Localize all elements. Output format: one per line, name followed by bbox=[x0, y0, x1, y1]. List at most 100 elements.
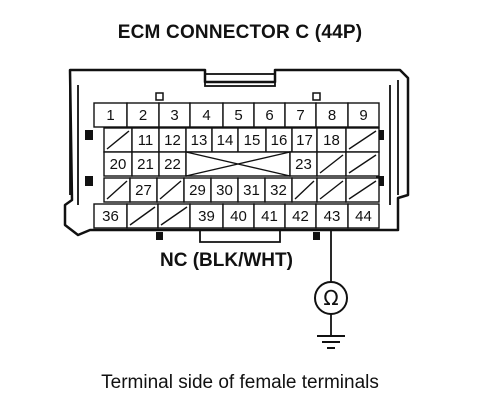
right-key-lower bbox=[376, 176, 384, 186]
unused-cavity-slash bbox=[106, 130, 130, 150]
left-key-upper bbox=[85, 130, 93, 140]
unused-cavity-slash bbox=[160, 206, 188, 226]
terminal-number: 11 bbox=[138, 132, 154, 149]
terminal-cell-border bbox=[185, 127, 213, 153]
terminal-cell-border bbox=[158, 151, 187, 177]
terminal-cell: 36 bbox=[93, 203, 128, 229]
connector-housing bbox=[63, 68, 410, 237]
probe-wire-label: NC (BLK/WHT) bbox=[160, 250, 293, 271]
terminal-cell bbox=[316, 177, 347, 203]
bottom-marker-left bbox=[156, 232, 163, 240]
terminal-cell bbox=[126, 203, 159, 229]
diagram-caption: Terminal side of female terminals bbox=[101, 372, 379, 393]
terminal-cell-border bbox=[126, 102, 160, 128]
unused-cavity-slash bbox=[319, 180, 344, 200]
terminal-cell bbox=[345, 151, 380, 177]
terminal-number: 8 bbox=[328, 107, 336, 124]
terminal-cell-border bbox=[265, 127, 293, 153]
terminal-number: 43 bbox=[324, 208, 341, 225]
terminal-number: 31 bbox=[243, 182, 260, 199]
terminal-number: 21 bbox=[137, 156, 154, 173]
terminal-number: 4 bbox=[202, 107, 210, 124]
terminal-cell-border bbox=[131, 151, 160, 177]
unused-cavity-slash bbox=[294, 180, 315, 200]
terminal-cell: 20 bbox=[103, 151, 133, 177]
terminal-cell-border bbox=[347, 203, 380, 229]
terminal-cell-border bbox=[210, 177, 239, 203]
terminal-cell: 22 bbox=[158, 151, 187, 177]
terminal-number: 17 bbox=[296, 132, 313, 149]
terminal-number: 13 bbox=[191, 132, 208, 149]
terminal-cell bbox=[291, 177, 318, 203]
terminal-cell: 21 bbox=[131, 151, 160, 177]
terminal-cell: 11 bbox=[131, 127, 160, 153]
terminal-cell: 13 bbox=[185, 127, 213, 153]
unused-cavity-slash bbox=[348, 154, 377, 174]
terminal-number: 7 bbox=[296, 107, 304, 124]
unused-cavity-slash bbox=[348, 130, 377, 150]
terminal-cell: 1 bbox=[93, 102, 128, 128]
terminal-cell-border bbox=[93, 203, 128, 229]
terminal-cell: 30 bbox=[210, 177, 239, 203]
terminal-number: 16 bbox=[271, 132, 288, 149]
terminal-number: 5 bbox=[234, 107, 242, 124]
ohmmeter-symbol: Ω bbox=[323, 286, 338, 310]
terminal-number: 6 bbox=[265, 107, 273, 124]
terminal-number: 9 bbox=[359, 107, 367, 124]
terminal-cell: 40 bbox=[222, 203, 255, 229]
terminal-number: 30 bbox=[216, 182, 233, 199]
terminal-number: 27 bbox=[135, 182, 152, 199]
terminal-number: 40 bbox=[230, 208, 247, 225]
terminal-number: 15 bbox=[244, 132, 261, 149]
terminal-number: 41 bbox=[261, 208, 278, 225]
terminal-cell: 23 bbox=[289, 151, 318, 177]
terminal-cell: 31 bbox=[237, 177, 266, 203]
bottom-tab bbox=[199, 230, 281, 243]
terminal-cell bbox=[103, 177, 131, 203]
terminal-cell-border bbox=[284, 203, 317, 229]
terminal-cell: 4 bbox=[189, 102, 224, 128]
terminal-cell-border bbox=[237, 177, 266, 203]
diagram-title: ECM CONNECTOR C (44P) bbox=[117, 22, 363, 43]
terminal-cell bbox=[345, 177, 380, 203]
terminal-cell-border bbox=[211, 127, 239, 153]
terminal-number: 23 bbox=[295, 156, 312, 173]
terminal-number: 3 bbox=[170, 107, 178, 124]
unused-cavity-slash bbox=[159, 180, 182, 200]
terminal-number: 2 bbox=[139, 107, 147, 124]
terminal-cell bbox=[156, 177, 185, 203]
connector-latch bbox=[204, 73, 276, 87]
terminal-number: 20 bbox=[110, 156, 127, 173]
terminal-number: 29 bbox=[189, 182, 206, 199]
terminal-cell bbox=[345, 127, 380, 153]
terminal-number: 42 bbox=[292, 208, 309, 225]
terminal-cell: 3 bbox=[158, 102, 191, 128]
terminal-cell: 39 bbox=[189, 203, 224, 229]
terminal-cell: 29 bbox=[183, 177, 212, 203]
unused-cavity-slash bbox=[106, 180, 128, 200]
terminal-cell: 14 bbox=[211, 127, 239, 153]
terminal-cell: 32 bbox=[264, 177, 293, 203]
terminal-cell-border bbox=[103, 151, 133, 177]
top-marker-right bbox=[312, 92, 321, 101]
terminal-number: 14 bbox=[217, 132, 234, 149]
terminal-cell: 5 bbox=[222, 102, 255, 128]
unused-cavity-slash bbox=[129, 206, 156, 226]
terminal-cell-border bbox=[264, 177, 293, 203]
terminal-number: 18 bbox=[323, 132, 340, 149]
right-key-upper bbox=[376, 130, 384, 140]
left-key-lower bbox=[85, 176, 93, 186]
left-rail bbox=[69, 80, 79, 205]
unused-cavity-cross bbox=[185, 151, 291, 177]
right-rail bbox=[389, 80, 399, 205]
terminal-cell: 44 bbox=[347, 203, 380, 229]
terminal-number: 44 bbox=[355, 208, 372, 225]
terminal-cell: 42 bbox=[284, 203, 317, 229]
ground-icon bbox=[317, 335, 345, 349]
top-marker-left bbox=[155, 92, 164, 101]
terminal-cell-border bbox=[93, 102, 128, 128]
terminal-number: 32 bbox=[270, 182, 287, 199]
terminal-cell bbox=[103, 127, 133, 153]
